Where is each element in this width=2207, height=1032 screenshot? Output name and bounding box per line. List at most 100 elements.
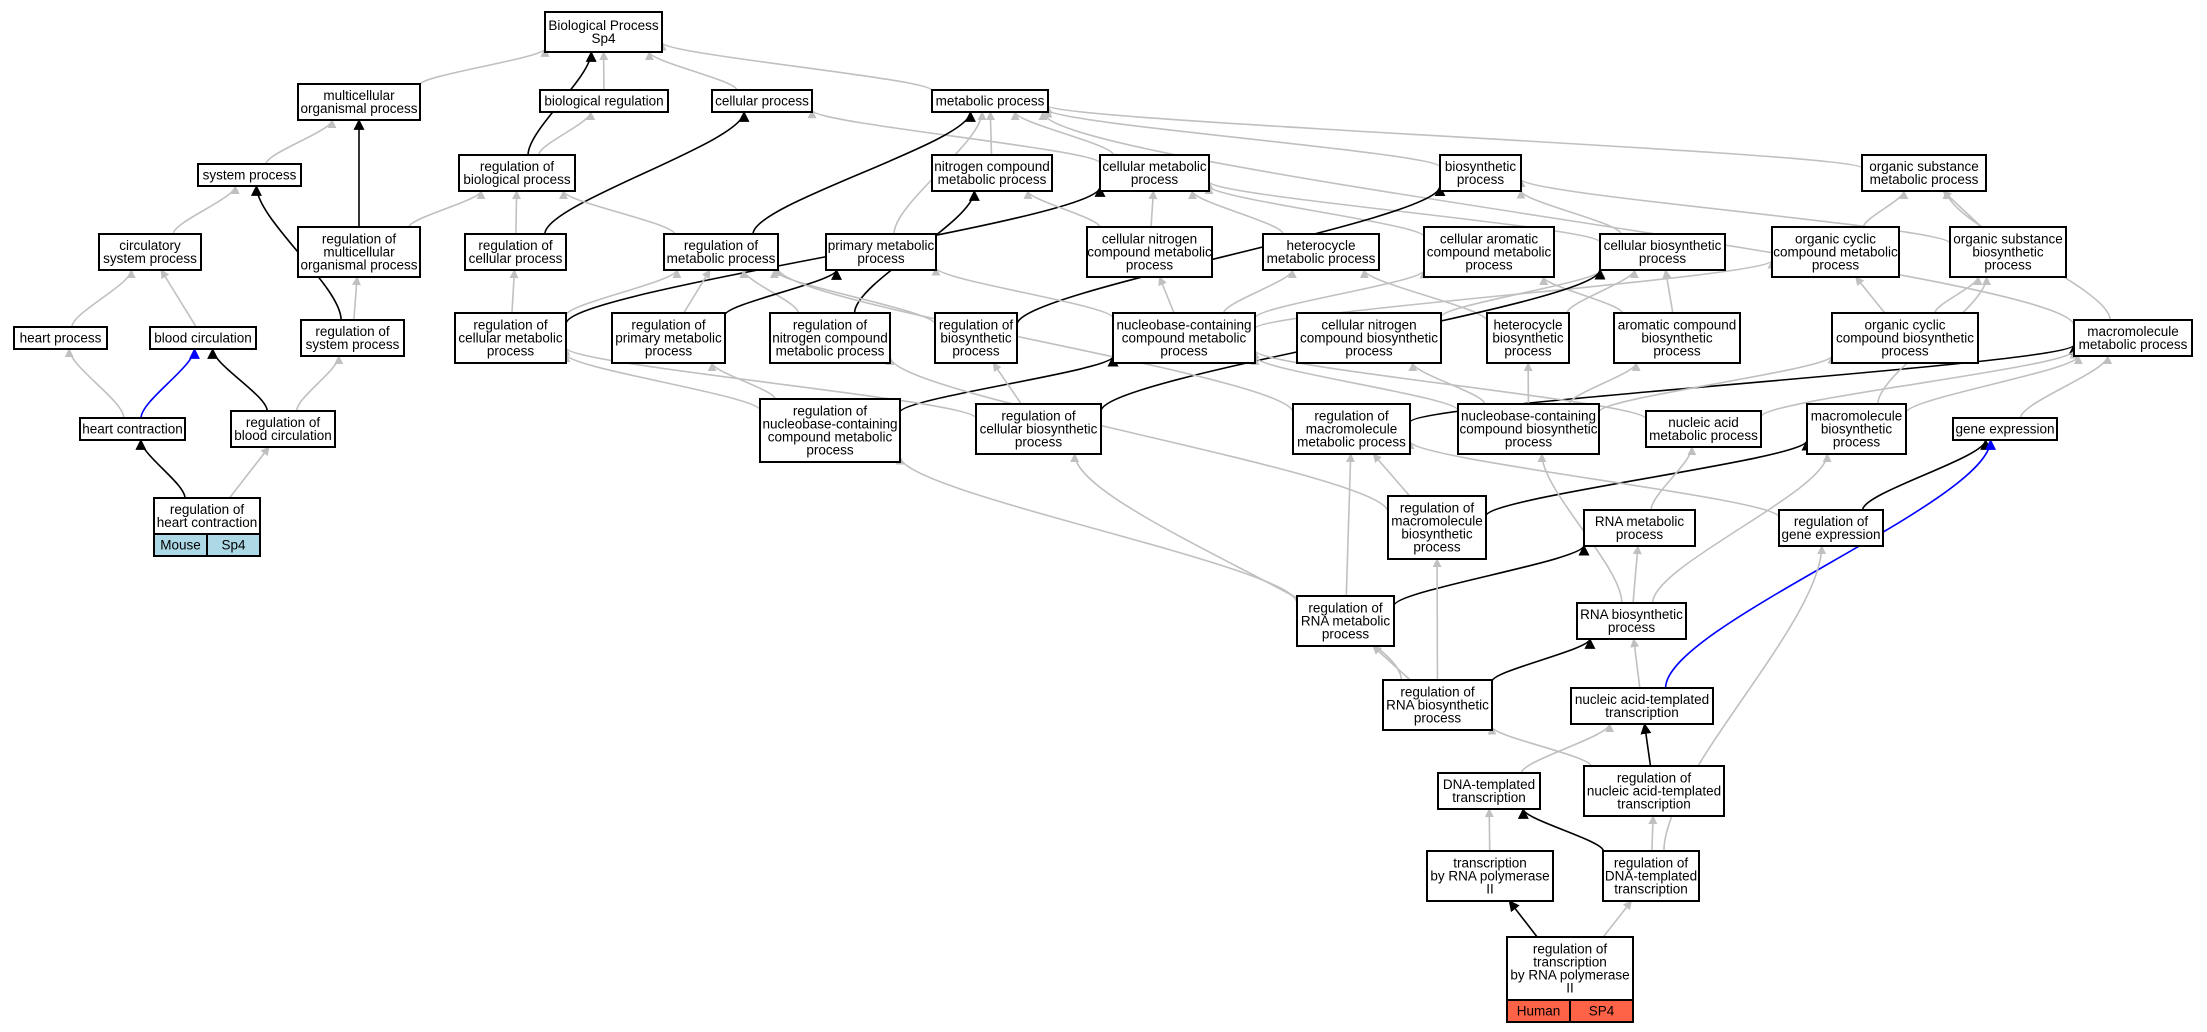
node-sys-proc[interactable]: system process	[197, 163, 302, 187]
edge-reg_rna_bio-to-rna_bio	[1491, 637, 1596, 682]
node-label-line: process	[1639, 251, 1687, 266]
node-label-line: circulatory	[119, 238, 181, 253]
node-label-line: nucleic acid-templated	[1587, 784, 1721, 799]
node-box	[153, 497, 261, 535]
node-box	[1486, 312, 1570, 364]
node-label-line: macromolecule	[2087, 324, 2179, 339]
edge-reg_nuc_met-to-reg_cell_met	[561, 353, 761, 411]
node-met-proc[interactable]: metabolic process	[931, 89, 1049, 113]
edge-reg_cell_bio-to-reg_biosyn	[992, 362, 1022, 405]
node-label-line: metabolic process	[938, 172, 1047, 187]
node-label-line: aromatic compound	[1618, 318, 1737, 333]
node-label-line: macromolecule	[1811, 409, 1903, 424]
edge-reg_rna_met-to-rna_met	[1393, 544, 1590, 607]
edge-hetero_bio-to-cell_biosyn	[1566, 269, 1639, 314]
edge-reg_macro_bio-to-reg_macro_met	[1372, 453, 1411, 497]
edge-cell_arom_met-to-cell_met	[1204, 184, 1425, 238]
node-label-line: process	[1413, 540, 1461, 555]
edge-reg_dna_trans-to-reg_na_trans	[1648, 815, 1658, 852]
node-reg-macro-bio[interactable]: regulation ofmacromoleculebiosyntheticpr…	[1387, 495, 1487, 560]
node-cell-proc[interactable]: cellular process	[711, 89, 813, 113]
node-blood-circ[interactable]: blood circulation	[149, 326, 257, 350]
node-box	[1952, 417, 2058, 441]
node-box	[1576, 602, 1687, 640]
node-gene-expr[interactable]: gene expression	[1952, 417, 2058, 441]
node-label-line: nitrogen compound	[934, 159, 1050, 174]
node-heart-contr[interactable]: heart contraction	[79, 417, 186, 441]
node-label-line: by RNA polymerase	[1510, 968, 1629, 983]
node-label-line: metabolic process	[1649, 428, 1758, 443]
node-label-line: regulation of	[1314, 409, 1389, 424]
species-label: Mouse	[160, 538, 201, 553]
gene-cell	[1569, 999, 1634, 1023]
node-label-line: process	[1414, 711, 1462, 726]
node-bio-reg[interactable]: biological regulation	[539, 89, 669, 113]
node-label-line: metabolic process	[1870, 172, 1979, 187]
node-box	[1439, 154, 1522, 192]
node-box	[1570, 687, 1714, 725]
node-label-line: compound metabolic	[1427, 245, 1552, 260]
edge-org_cyc_met-to-org_sub_met	[1862, 190, 1909, 228]
edge-reg_biosyn-to-biosyn	[1016, 185, 1446, 325]
edge-reg_rna_bio-to-reg_rna_met	[1372, 645, 1411, 681]
edge-macro_bio-to-macro_met	[1905, 355, 2083, 414]
node-label-line: metabolic process	[2079, 337, 2188, 352]
node-reg-nuc-met[interactable]: regulation ofnucleobase-containingcompou…	[759, 398, 901, 463]
node-box	[230, 410, 336, 448]
node-label-line: transcription	[1605, 705, 1679, 720]
node-heart-proc[interactable]: heart process	[13, 326, 108, 350]
edge-reg_nitro_met-to-reg_met	[739, 269, 800, 314]
node-box	[1387, 495, 1487, 560]
edge-org_cyc_bio-to-org_sub_bio	[1934, 276, 1983, 314]
node-box	[931, 89, 1049, 113]
node-label-line: process	[1465, 258, 1513, 273]
